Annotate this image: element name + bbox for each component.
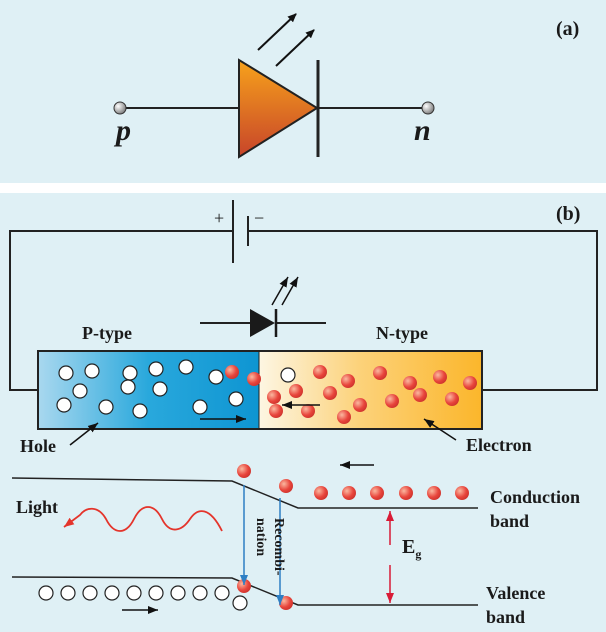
hole-circle: [72, 383, 88, 399]
mini-led-triangle: [250, 309, 275, 337]
energy-gap-symbol: E: [402, 536, 416, 558]
hole-circle: [38, 585, 54, 601]
circuit-wire-left: [9, 230, 233, 391]
hole-circle: [214, 585, 230, 601]
hole-circle: [104, 585, 120, 601]
p-type-region: [38, 351, 259, 429]
hole-circle: [152, 381, 168, 397]
light-wave: [63, 506, 223, 532]
hole-circle: [148, 585, 164, 601]
valence-band-line: [11, 576, 478, 606]
electron-circle: [342, 486, 356, 500]
terminal-p-dot: [113, 101, 127, 115]
hole-circle: [192, 399, 208, 415]
electron-circle: [463, 376, 477, 390]
hole-pointer-arrow: [69, 422, 99, 446]
conduction-band-line1: Conduction: [490, 487, 581, 507]
electron-circle: [269, 404, 283, 418]
recombination-label: Recombi- nation: [247, 518, 287, 598]
panel-a-led-symbol: (a) p n: [0, 0, 606, 183]
terminal-n-dot: [421, 101, 435, 115]
electron-circle: [403, 376, 417, 390]
mini-emission-arrow-2: [281, 276, 299, 306]
p-type-label: P-type: [82, 323, 132, 343]
electron-circle: [314, 486, 328, 500]
electron-circle: [373, 366, 387, 380]
hole-circle: [148, 361, 164, 377]
terminal-p-label: p: [116, 114, 131, 147]
valence-band-label: Valence band: [486, 581, 545, 629]
junction-outline: [37, 350, 483, 430]
electron-circle: [289, 384, 303, 398]
electron-circle: [445, 392, 459, 406]
hole-circle: [228, 391, 244, 407]
emission-arrow-1: [257, 13, 297, 51]
hole-circle: [132, 403, 148, 419]
electron-circle: [399, 486, 413, 500]
electron-circle: [247, 372, 261, 386]
battery-plus-sign: +: [214, 208, 225, 228]
hole-circle: [120, 379, 136, 395]
electron-circle: [370, 486, 384, 500]
hole-circle: [84, 363, 100, 379]
panel-b-tag: (b): [556, 203, 581, 225]
hole-circle: [98, 399, 114, 415]
hole-circle: [280, 367, 296, 383]
recombination-label-line1: Recombi-: [271, 518, 286, 576]
led-operation-drawing: [9, 200, 598, 614]
hole-circle: [170, 585, 186, 601]
hole-circle: [58, 365, 74, 381]
electron-circle: [455, 486, 469, 500]
hole-circle: [232, 595, 248, 611]
energy-gap-subscript: g: [415, 547, 422, 561]
hole-circle: [56, 397, 72, 413]
recombination-label-line2: nation: [253, 518, 268, 557]
electron-circle: [237, 464, 251, 478]
valence-band-line1: Valence: [486, 583, 546, 603]
conduction-band-line2: band: [490, 511, 530, 531]
hole-circle: [122, 365, 138, 381]
mini-emission-arrow-1: [271, 276, 289, 306]
circuit-wire-right: [248, 230, 598, 391]
hole-label: Hole: [20, 436, 56, 456]
emission-arrow-2: [275, 29, 315, 67]
led-triangle: [238, 58, 319, 159]
battery-minus-sign: −: [254, 208, 265, 228]
conduction-band-line: [11, 477, 478, 509]
led-symbol-drawing: [113, 13, 435, 159]
electron-circle: [313, 365, 327, 379]
holes-group: [56, 359, 296, 419]
electron-circle: [267, 390, 281, 404]
hole-circle: [82, 585, 98, 601]
hole-circle: [208, 369, 224, 385]
hole-circle: [192, 585, 208, 601]
valence-band-line2: band: [486, 607, 526, 627]
hole-circle: [60, 585, 76, 601]
electron-circle: [427, 486, 441, 500]
electron-label: Electron: [466, 435, 532, 455]
electron-circle: [301, 404, 315, 418]
electron-circle: [279, 479, 293, 493]
light-label: Light: [16, 497, 59, 517]
n-type-label: N-type: [376, 323, 428, 343]
hole-circle: [126, 585, 142, 601]
electron-circle: [337, 410, 351, 424]
electron-circle: [353, 398, 367, 412]
electron-circle: [279, 596, 293, 610]
electron-pointer-arrow: [423, 418, 457, 441]
electron-circle: [413, 388, 427, 402]
terminal-n-label: n: [414, 114, 431, 147]
energy-gap-label: Eg: [402, 537, 421, 560]
electron-circle: [433, 370, 447, 384]
electrons-group: [225, 365, 477, 424]
band-holes-group: [38, 585, 248, 611]
hole-circle: [178, 359, 194, 375]
electron-circle: [385, 394, 399, 408]
conduction-band-label: Conduction band: [490, 485, 580, 533]
electron-circle: [323, 386, 337, 400]
electron-circle: [225, 365, 239, 379]
panel-b-led-operation: (b) + − P-type N-type Hole Electron Ligh…: [0, 193, 606, 632]
electron-circle: [341, 374, 355, 388]
panel-a-tag: (a): [556, 18, 580, 40]
